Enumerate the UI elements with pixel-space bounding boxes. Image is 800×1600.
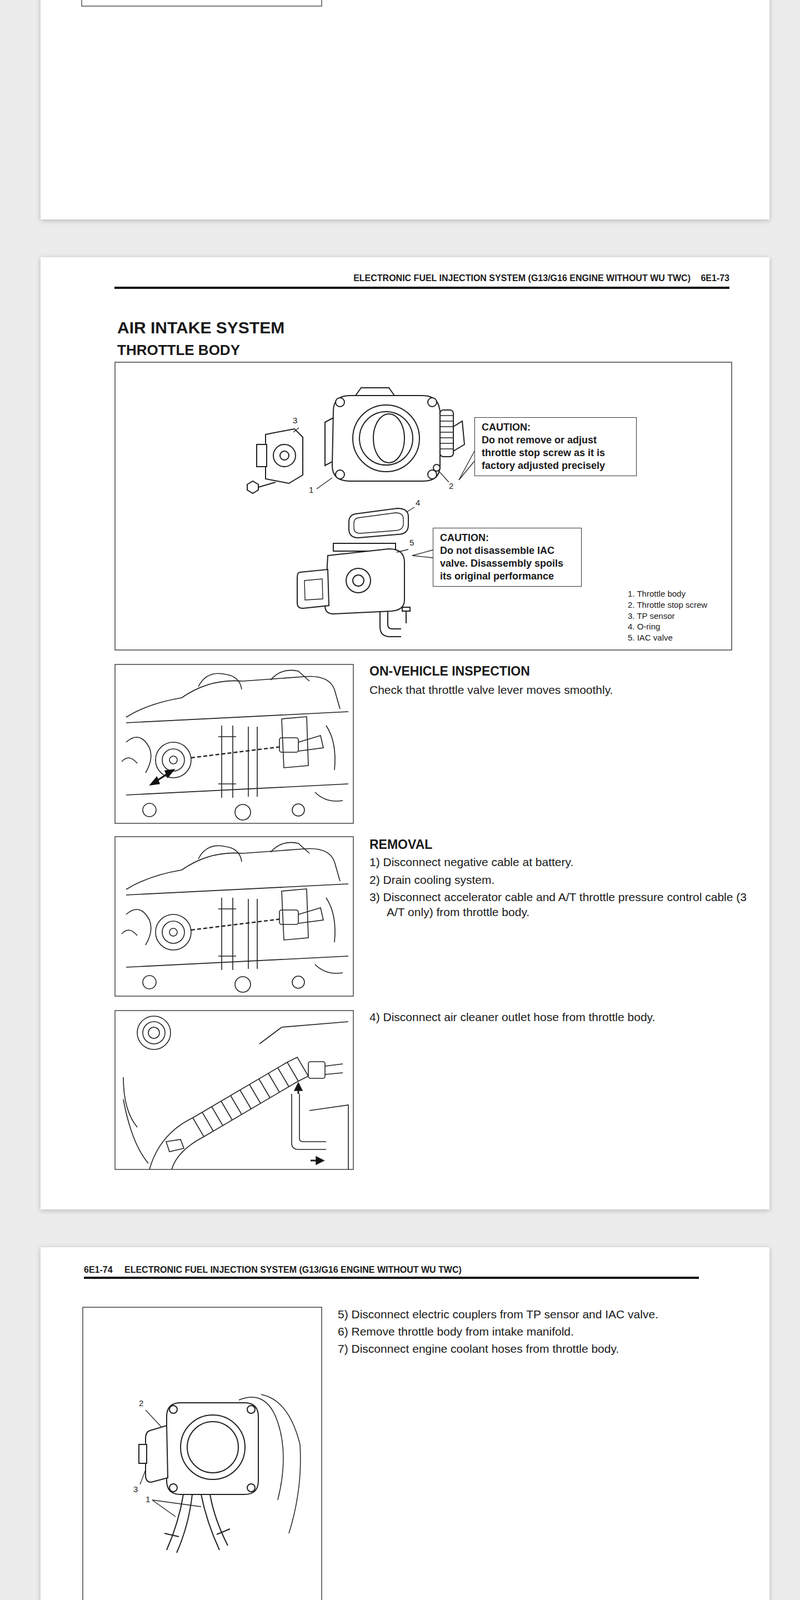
page-sheet bbox=[40, 1247, 770, 1600]
callout-number: 1 bbox=[145, 1494, 150, 1505]
throttle-body-exploded-view bbox=[247, 387, 465, 637]
installed-throttle-body-sketch bbox=[138, 1394, 301, 1553]
procedure-step: 7) Disconnect engine coolant hoses from … bbox=[337, 1341, 767, 1357]
procedure-step: 5) Disconnect electric couplers from TP … bbox=[337, 1306, 767, 1322]
parts-key-item: 4. O-ring bbox=[627, 621, 660, 632]
callout-number: 3 bbox=[292, 415, 298, 426]
parts-key-item: 1. Throttle body bbox=[627, 588, 686, 599]
engine-sketch bbox=[121, 670, 349, 820]
section-title: AIR INTAKE SYSTEM bbox=[117, 316, 285, 339]
engine-sketch bbox=[121, 842, 349, 993]
leader-lines bbox=[140, 1410, 202, 1517]
parts-key-item: 2. Throttle stop screw bbox=[627, 600, 708, 610]
caution-heading: CAUTION: bbox=[440, 531, 575, 545]
callout-number: 2 bbox=[138, 1398, 144, 1409]
caution-heading: CAUTION: bbox=[481, 421, 630, 434]
procedure-step: 2) Drain cooling system. bbox=[369, 872, 765, 888]
header-rule bbox=[114, 286, 730, 289]
figure-frame bbox=[115, 1010, 354, 1170]
header-rule bbox=[83, 1276, 699, 1279]
caution-box: CAUTION:Do not remove or adjust throttle… bbox=[474, 417, 637, 477]
callout-number: 3 bbox=[133, 1484, 138, 1495]
page-number: 6E1-74 bbox=[83, 1264, 113, 1277]
caution-box: CAUTION:Do not disassemble IAC valve. Di… bbox=[432, 527, 582, 587]
callout-number: 5 bbox=[409, 537, 414, 548]
callout-number: 4 bbox=[415, 497, 420, 508]
page-number: 6E1-73 bbox=[700, 272, 730, 285]
motion-arrow bbox=[151, 770, 174, 785]
page-sheet bbox=[40, 0, 770, 220]
parts-key-item: 5. IAC valve bbox=[627, 632, 673, 643]
caution-text: Do not remove or adjust throttle stop sc… bbox=[481, 433, 630, 473]
procedure-step: 4) Disconnect air cleaner outlet hose fr… bbox=[369, 1009, 765, 1025]
parts-key-item: 3. TP sensor bbox=[627, 611, 675, 622]
procedure-step: 3) Disconnect accelerator cable and A/T … bbox=[369, 889, 765, 920]
figure-frame bbox=[115, 836, 354, 997]
procedure-heading: ON-VEHICLE INSPECTION bbox=[369, 663, 530, 680]
callout-number: 2 bbox=[448, 481, 454, 492]
running-header: ELECTRONIC FUEL INJECTION SYSTEM (G13/G1… bbox=[353, 272, 691, 285]
frame-box bbox=[81, 0, 322, 7]
caution-text: Do not disassemble IAC valve. Disassembl… bbox=[440, 544, 575, 583]
procedure-step: 1) Disconnect negative cable at battery. bbox=[369, 854, 765, 870]
figure-frame bbox=[115, 664, 354, 824]
callout-number: 1 bbox=[308, 485, 314, 495]
figure-frame bbox=[82, 1307, 322, 1600]
figure-frame bbox=[115, 362, 732, 650]
air-hose-sketch bbox=[123, 1016, 349, 1170]
procedure-heading: REMOVAL bbox=[369, 836, 433, 854]
procedure-step: 6) Remove throttle body from intake mani… bbox=[337, 1323, 767, 1339]
subsection-title: THROTTLE BODY bbox=[117, 341, 240, 360]
running-header: ELECTRONIC FUEL INJECTION SYSTEM (G13/G1… bbox=[124, 1264, 462, 1277]
procedure-text: Check that throttle valve lever moves sm… bbox=[369, 682, 748, 698]
